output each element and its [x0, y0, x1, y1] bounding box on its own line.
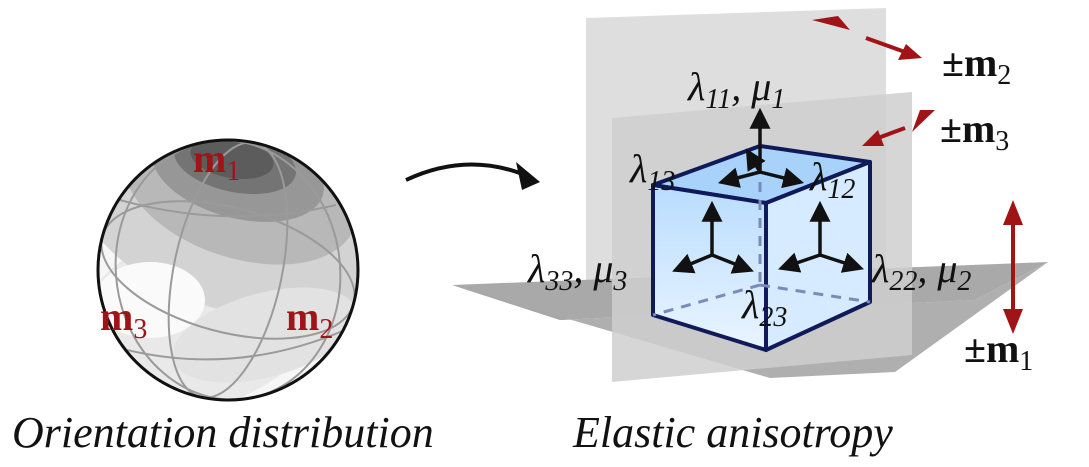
label-lambda22-mu2: λ22, μ2	[871, 246, 971, 297]
mirror-arrows	[812, 16, 1023, 334]
label-pm-m2: ±m2	[942, 40, 1011, 91]
sphere-label-m1: m1	[193, 136, 240, 187]
sphere-label-m2: m2	[286, 294, 333, 345]
label-lambda33-mu3: λ33, μ3	[527, 246, 627, 297]
transform-arrow	[405, 162, 533, 182]
label-lambda11-mu1: λ11, μ1	[687, 64, 785, 115]
label-lambda12: λ12	[809, 154, 855, 205]
label-pm-m1: ±m1	[964, 326, 1033, 377]
sphere-label-m3: m3	[100, 294, 147, 345]
label-lambda23: λ23	[741, 282, 787, 333]
caption-orientation-distribution: Orientation distribution	[12, 408, 434, 457]
orientation-sphere	[96, 138, 360, 402]
caption-elastic-anisotropy: Elastic anisotropy	[572, 408, 893, 457]
label-lambda13: λ13	[629, 146, 675, 197]
label-pm-m3: ±m3	[940, 106, 1009, 157]
transform-arrow-head	[516, 162, 540, 190]
traction-arrows	[672, 107, 864, 274]
sphere-density-shading	[98, 140, 358, 400]
